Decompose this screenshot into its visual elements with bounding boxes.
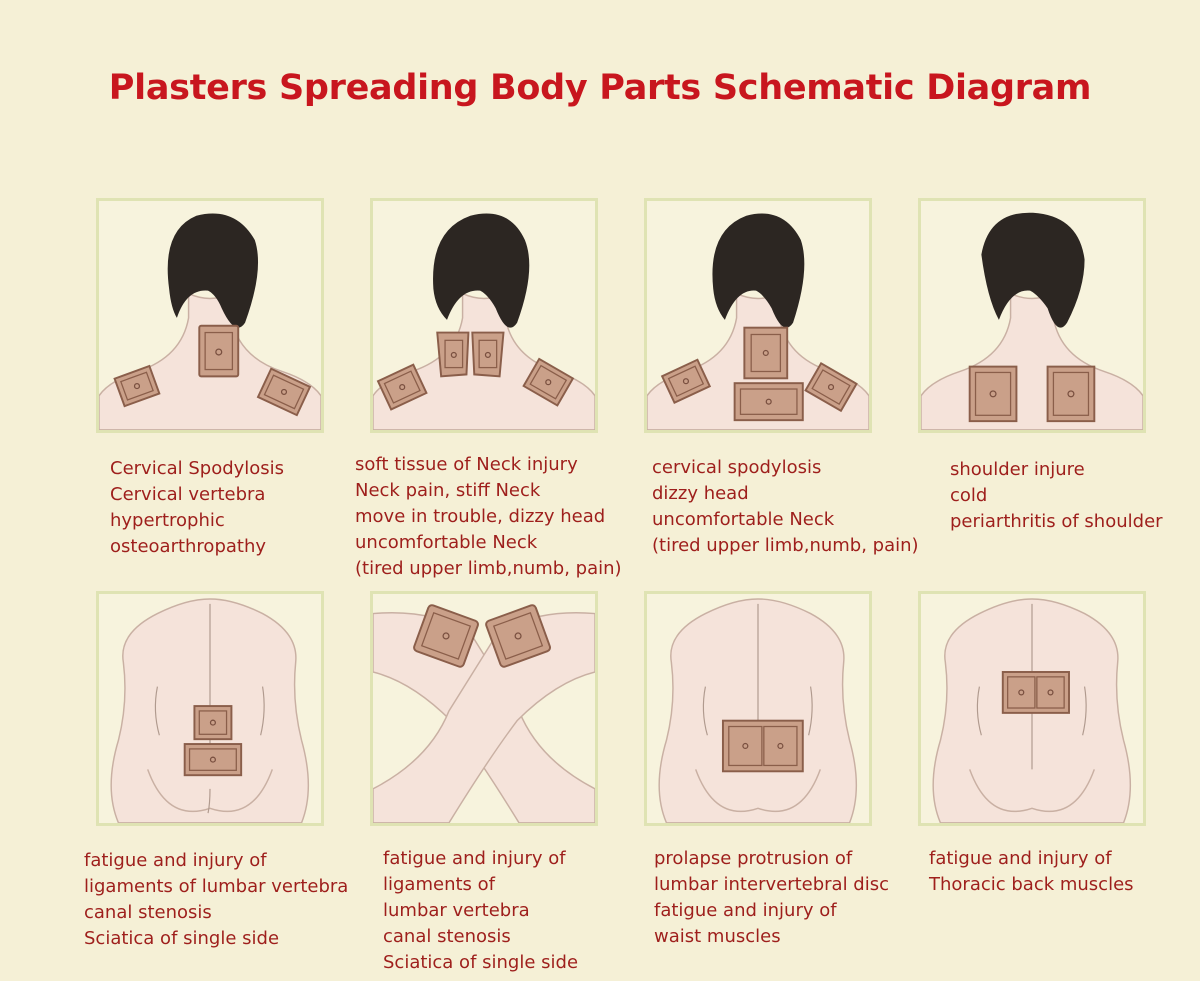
caption-line: (tired upper limb,numb, pain) — [652, 535, 919, 556]
illustration-cervical-spondylosis — [96, 198, 324, 433]
caption-line: cervical spodylosis — [652, 457, 822, 478]
illustration-neck-soft-tissue — [370, 198, 598, 433]
neck-back-figure — [647, 213, 869, 430]
caption-cervical-dizzy: cervical spodylosis dizzy head uncomfort… — [652, 455, 919, 559]
caption-line: (tired upper limb,numb, pain) — [355, 558, 622, 579]
caption-line: periarthritis of shoulder — [950, 511, 1163, 532]
caption-line: fatigue and injury of — [84, 850, 267, 871]
shoulder-back-figure — [921, 212, 1143, 430]
hair-icon — [167, 213, 259, 328]
knees-figure — [373, 604, 595, 823]
plaster-patch-thoracic — [1001, 671, 1070, 714]
plaster-patch-lumbar-disc — [721, 719, 804, 773]
caption-line: dizzy head — [652, 483, 749, 504]
plaster-patch-right-scapula — [1046, 365, 1096, 423]
caption-cervical-spondylosis: Cervical Spodylosis Cervical vertebra hy… — [110, 456, 284, 560]
plaster-patch-neck-right — [471, 331, 505, 378]
illustration-shoulder-injury — [918, 198, 1146, 433]
caption-thoracic-back: fatigue and injury of Thoracic back musc… — [929, 846, 1134, 898]
illustration-thoracic-back — [918, 591, 1146, 826]
plaster-patch-neck-left — [436, 331, 470, 378]
illustration-lumbar-disc — [644, 591, 872, 826]
lower-back-figure — [110, 598, 310, 823]
caption-line: Sciatica of single side — [84, 928, 280, 949]
caption-line: move in trouble, dizzy head — [355, 506, 606, 527]
plaster-patch-right-shoulder — [804, 362, 858, 413]
illustration-knees — [370, 591, 598, 826]
caption-line: osteoarthropathy — [110, 536, 267, 557]
caption-line: Thoracic back muscles — [929, 874, 1134, 895]
caption-line: canal stenosis — [84, 902, 212, 923]
caption-neck-soft-tissue: soft tissue of Neck injury Neck pain, st… — [355, 452, 622, 582]
hair-icon — [981, 212, 1085, 328]
caption-line: lumbar vertebra — [383, 900, 530, 921]
caption-line: Cervical Spodylosis — [110, 458, 285, 479]
caption-line: fatigue and injury of — [383, 848, 566, 869]
plaster-patch-left-shoulder — [660, 358, 712, 404]
caption-line: Neck pain, stiff Neck — [355, 480, 541, 501]
caption-line: prolapse protrusion of — [654, 848, 853, 869]
neck-back-figure — [99, 213, 321, 430]
plaster-patch-right-knee — [485, 604, 551, 668]
caption-line: Sciatica of single side — [383, 952, 579, 973]
caption-line: shoulder injure — [950, 459, 1085, 480]
plaster-patch-right-shoulder — [522, 357, 575, 407]
plaster-patch-lumbar-upper — [193, 705, 233, 741]
lumbar-back-figure — [658, 598, 858, 823]
neck-back-figure — [373, 213, 595, 430]
caption-shoulder-injury: shoulder injure cold periarthritis of sh… — [950, 457, 1163, 535]
caption-line: fatigue and injury of — [654, 900, 837, 921]
caption-line: waist muscles — [654, 926, 781, 947]
plaster-patch-left-shoulder — [376, 363, 428, 411]
caption-line: uncomfortable Neck — [652, 509, 835, 530]
caption-line: fatigue and injury of — [929, 848, 1112, 869]
illustration-lumbar-ligaments — [96, 591, 324, 826]
caption-line: ligaments of — [383, 874, 495, 895]
thoracic-back-figure — [932, 598, 1132, 823]
caption-line: uncomfortable Neck — [355, 532, 538, 553]
caption-line: lumbar intervertebral disc — [654, 874, 890, 895]
plaster-patch-neck — [198, 324, 240, 378]
plaster-patch-left-scapula — [968, 365, 1018, 423]
caption-lumbar-ligaments: fatigue and injury of ligaments of lumba… — [84, 848, 348, 952]
caption-line: canal stenosis — [383, 926, 511, 947]
caption-line: ligaments of lumbar vertebra — [84, 876, 349, 897]
hair-icon — [433, 213, 530, 328]
caption-line: cold — [950, 485, 988, 506]
page-title: Plasters Spreading Body Parts Schematic … — [108, 68, 1092, 108]
illustration-cervical-dizzy — [644, 198, 872, 433]
caption-line: soft tissue of Neck injury — [355, 454, 578, 475]
caption-lumbar-disc: prolapse protrusion of lumbar interverte… — [654, 846, 889, 950]
caption-line: Cervical vertebra — [110, 484, 266, 505]
caption-line: hypertrophic — [110, 510, 225, 531]
hair-icon — [712, 213, 805, 328]
plaster-patch-left-knee — [413, 604, 479, 668]
caption-knees: fatigue and injury of ligaments of lumba… — [383, 846, 578, 976]
